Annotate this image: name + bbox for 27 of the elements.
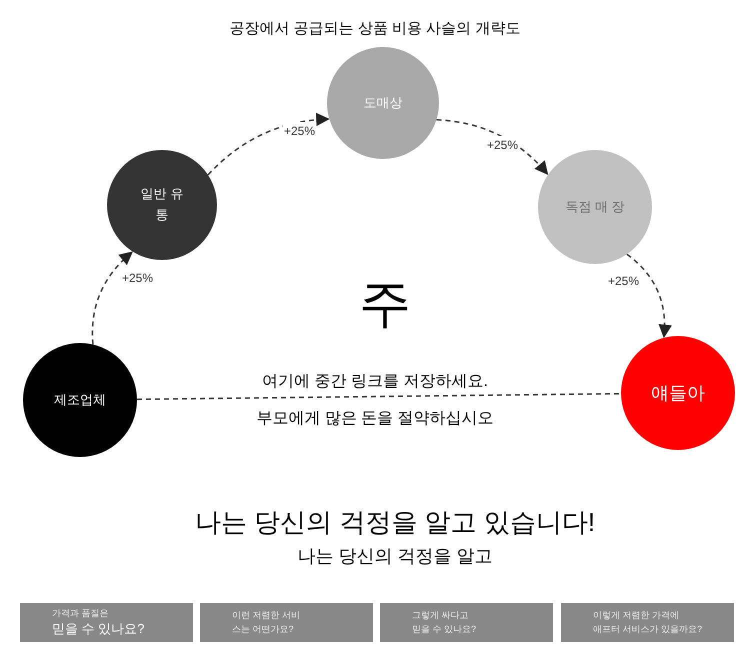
arrow — [208, 113, 330, 176]
node-label: 독점 매 장 — [564, 198, 626, 216]
question-text: 그렇게 싸다고 — [412, 610, 470, 622]
node-label: 도매상 — [362, 94, 404, 112]
question-text: 스는 어떤가요? — [232, 624, 295, 635]
question-text: 애프터 서비스가 있을까요? — [593, 624, 702, 635]
slogan-text: 나는 당신의 걱정을 알고 있습니다! — [194, 506, 596, 539]
node-label: 얘들아 — [650, 382, 706, 405]
question-text: 가격과 품질은 — [52, 608, 110, 619]
slogan-text: 나는 당신의 걱정을 알고 — [296, 545, 494, 568]
question-text: 믿을 수 있나요? — [52, 621, 146, 638]
question-text: 이렇게 저렴한 가격에 — [593, 610, 680, 622]
note-text: 여기에 중간 링크를 저장하세요. — [261, 372, 489, 392]
question-card — [200, 603, 373, 642]
note-text: 부모에게 많은 돈을 절약하십시오 — [255, 409, 495, 429]
question-card — [20, 603, 193, 642]
question-text: 이런 저렴한 서비 — [232, 610, 302, 622]
question-card — [561, 603, 734, 642]
title: 공장에서 공급되는 상품 비용 사슬의 개략도 — [228, 19, 522, 39]
node-label: 제조업체 — [53, 390, 107, 409]
question-text: 믿을 수 있나요? — [412, 624, 478, 635]
arrow — [436, 119, 548, 175]
question-card — [380, 603, 553, 642]
node-label: 일반 유통 — [140, 185, 184, 224]
heading-char: 주 — [358, 278, 412, 330]
arrow — [92, 251, 133, 345]
arrow — [626, 254, 672, 338]
